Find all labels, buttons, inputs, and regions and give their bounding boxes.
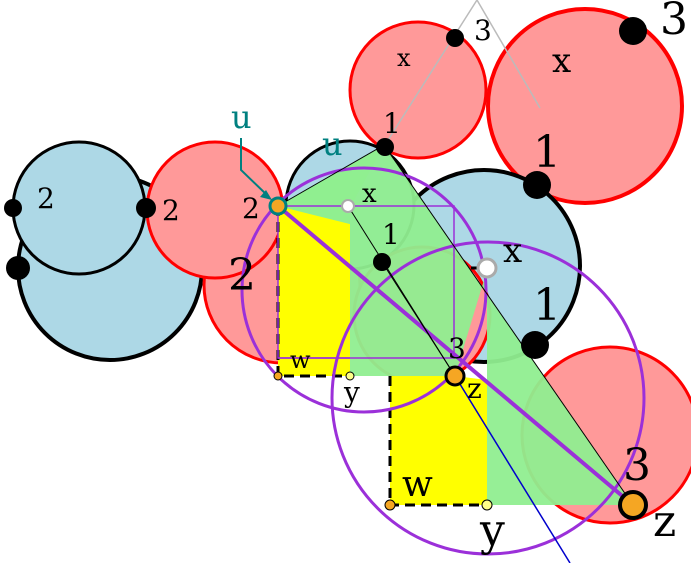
label-u-teal-partial: u [322,125,343,163]
purple-diagonal [276,204,635,507]
label-two-mid: 2 [242,192,260,225]
red-disk-top-big [486,7,684,205]
yellow-region-small [278,206,350,376]
label-three-top-small: 3 [474,14,492,47]
point-left-c [136,198,156,218]
label-z-small: z [467,372,482,405]
teal-arrowhead [260,190,272,200]
label-x-mid-big: x [503,231,522,271]
label-three-top-big: 3 [660,0,688,45]
gray-line-top [382,0,541,149]
point-left-b [6,256,30,280]
purple-circle-small [240,166,488,414]
point-u [268,196,288,216]
purple-circle-big [330,240,646,556]
black-line-c [277,144,385,207]
point-z-small [444,365,466,387]
blue-disk-left-small [11,140,147,276]
point-y-big [481,499,493,511]
label-w-small: w [290,346,311,374]
point-one-small-a [376,138,394,156]
yellow-region-big [390,376,487,505]
label-one-small-b: 1 [382,218,400,251]
point-w-big [384,499,396,511]
label-two-big-mid: 2 [228,250,256,301]
point-w-small [273,371,283,381]
point-one-big-a [523,171,551,199]
red-disk-top-small [348,20,488,160]
point-top-small [446,29,464,47]
point-white-small [341,199,355,213]
label-z-big: z [653,496,676,547]
label-three-small: 3 [448,332,466,365]
label-two-left-a: 2 [37,182,55,215]
label-x-mid-small: x [362,179,377,209]
label-one-small-a: 1 [383,107,401,140]
label-two-left-b: 2 [162,194,180,227]
point-white-big [476,257,498,279]
black-line-b [383,144,634,506]
label-x-top: x [397,44,411,72]
teal-arrow [240,138,269,197]
label-one-big-a: 1 [533,127,561,178]
purple-rect [277,205,455,359]
label-w-big: w [402,464,433,505]
label-x-top-big: x [552,41,571,81]
label-one-big-b: 1 [533,280,561,331]
point-top-big [619,17,647,45]
point-one-small-b [373,253,391,271]
point-one-big-b [521,331,549,359]
black-line-d [381,261,456,377]
label-y-big: y [479,505,505,556]
point-z-big [618,490,648,520]
label-u-teal: u [231,98,252,136]
point-left-a [4,199,22,217]
point-y-small [345,371,355,381]
blue-line [454,375,571,563]
label-y-small: y [343,376,360,409]
label-three-big: 3 [623,440,651,491]
